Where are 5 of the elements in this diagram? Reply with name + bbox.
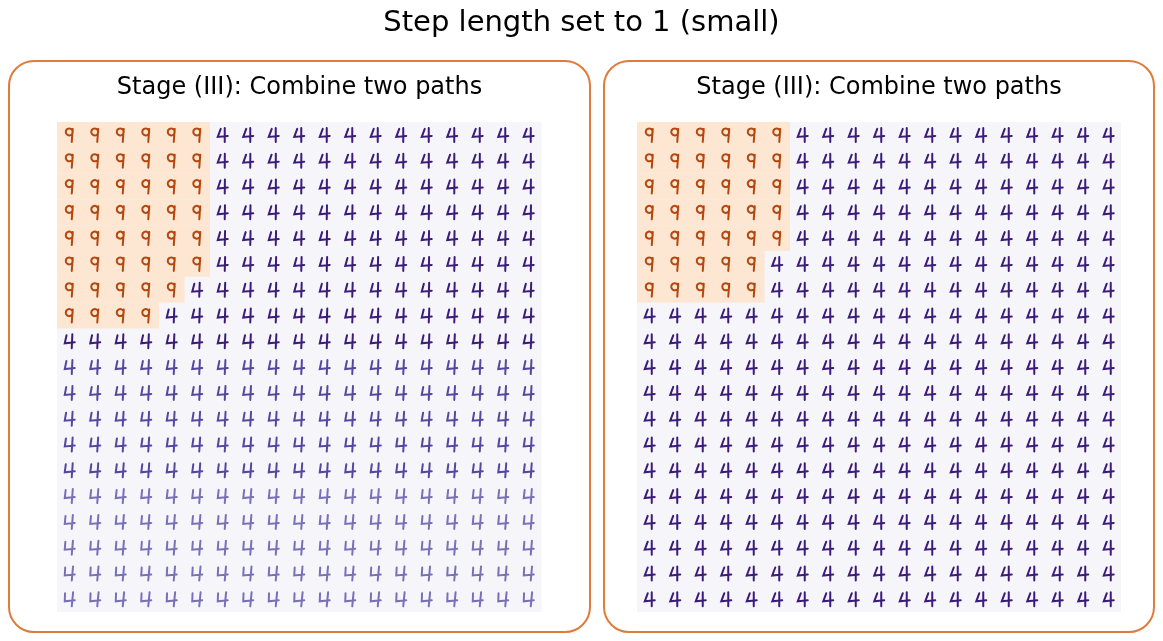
- panel-card: [603, 60, 1155, 633]
- panel-heading: Stage (III): Combine two paths: [115, 72, 484, 100]
- panel-heading: Stage (III): Combine two paths: [695, 72, 1063, 100]
- panel-card: [8, 60, 591, 633]
- diagram-title: Step length set to 1 (small): [382, 4, 781, 38]
